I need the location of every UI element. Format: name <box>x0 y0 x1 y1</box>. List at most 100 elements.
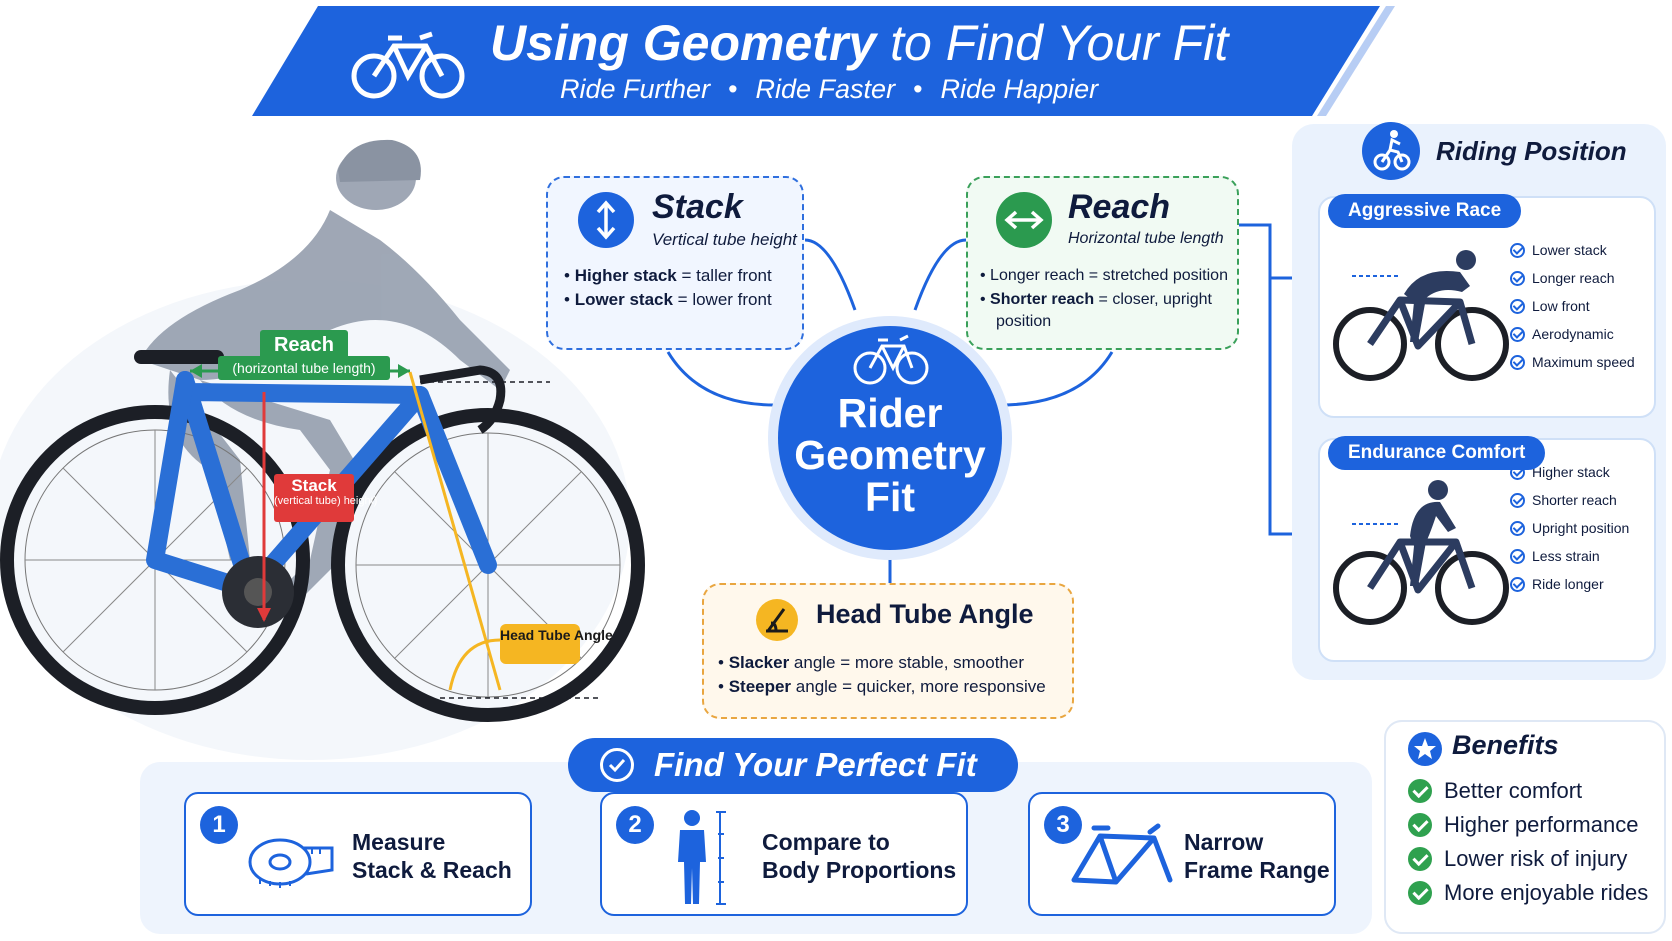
benefit-label: Higher performance <box>1444 812 1639 837</box>
stack-bullet: • Higher stack = taller front <box>564 266 772 285</box>
check-icon <box>1510 520 1525 536</box>
step-number: 2 <box>616 806 654 844</box>
step-line1: Measure <box>352 829 446 855</box>
benefit-item: Higher performance <box>1408 812 1638 838</box>
check-item: Aerodynamic <box>1510 326 1614 342</box>
head-tube-card-title: Head Tube Angle <box>816 599 1034 629</box>
stack-card-title: Stack <box>652 188 743 226</box>
check-item: Lower stack <box>1510 242 1607 258</box>
fit-title-pill <box>568 738 1018 792</box>
aggressive-race-label: Aggressive Race <box>1328 194 1522 228</box>
check-item: Ride longer <box>1510 576 1604 592</box>
head-tube-card: Head Tube Angle • Slacker angle = more s… <box>702 583 1074 719</box>
bullet-text: = lower front <box>672 290 772 309</box>
step-line2: Stack & Reach <box>352 857 512 883</box>
subtitle-item: Ride Further <box>560 74 711 104</box>
check-label: Longer reach <box>1532 270 1615 286</box>
bullet-text: = taller front <box>676 266 772 285</box>
benefit-label: Lower risk of injury <box>1444 846 1628 871</box>
green-check-icon <box>1408 847 1432 871</box>
check-item: Shorter reach <box>1510 492 1617 508</box>
subtitle-item: Ride Faster <box>755 74 896 104</box>
green-check-icon <box>1408 813 1432 837</box>
bullet-text: angle = more stable, smoother <box>789 653 1025 672</box>
stack-card: Stack Vertical tube height • Higher stac… <box>546 176 804 350</box>
measuring-tape-icon <box>248 838 334 888</box>
bullet-bold: Lower stack <box>574 290 673 309</box>
fit-title: Find Your Perfect Fit <box>654 746 977 783</box>
step-line2: Frame Range <box>1184 857 1330 883</box>
person-icon <box>678 810 726 905</box>
check-label: Ride longer <box>1532 576 1604 592</box>
reach-sublabel: (horizontal tube length) <box>218 356 390 380</box>
benefit-item: Lower risk of injury <box>1408 846 1627 872</box>
bullet-text: angle = quicker, more responsive <box>791 677 1046 696</box>
star-icon <box>1408 732 1442 766</box>
check-circle-icon <box>600 748 634 782</box>
subtitle-item: Ride Happier <box>940 74 1099 104</box>
center-bicycle-icon <box>853 334 929 385</box>
benefits-title: Benefits <box>1452 730 1559 760</box>
hta-bullet: • Slacker angle = more stable, smoother <box>718 653 1025 672</box>
benefit-item: Better comfort <box>1408 778 1582 804</box>
check-icon <box>1510 576 1525 592</box>
bullet-bold: Higher stack <box>574 266 677 285</box>
reach-card: Reach Horizontal tube length • Longer re… <box>966 176 1239 350</box>
check-item: Longer reach <box>1510 270 1615 286</box>
check-item: Low front <box>1510 298 1590 314</box>
angle-icon <box>756 599 798 641</box>
check-icon <box>1510 270 1525 286</box>
reach-card-title: Reach <box>1068 188 1171 226</box>
endurance-comfort-box: Higher stack Shorter reach Upright posit… <box>1318 438 1656 662</box>
step-line2: Body Proportions <box>762 857 957 883</box>
stack-card-subtitle: Vertical tube height <box>652 230 797 249</box>
check-icon <box>1510 492 1525 508</box>
stack-label-sub: (vertical tube) height) <box>274 495 378 507</box>
check-label: Less strain <box>1532 548 1600 564</box>
bullet-text: = closer, upright <box>1094 291 1212 308</box>
aggressive-race-box: Lower stack Longer reach Low front Aerod… <box>1318 196 1656 418</box>
center-title: Rider Geometry Fit <box>794 390 986 520</box>
step-line1: Compare to <box>762 829 890 855</box>
step-number: 1 <box>200 806 238 844</box>
benefit-label: Better comfort <box>1444 778 1583 803</box>
check-label: Low front <box>1532 298 1590 314</box>
check-item: Less strain <box>1510 548 1600 564</box>
check-label: Aerodynamic <box>1532 326 1614 342</box>
check-label: Shorter reach <box>1532 492 1617 508</box>
check-item: Maximum speed <box>1510 354 1635 370</box>
endurance-bike-illustration <box>1333 480 1509 625</box>
green-check-icon <box>1408 881 1432 905</box>
reach-bullet: • Longer reach = stretched position <box>980 267 1228 284</box>
check-label: Higher stack <box>1532 464 1610 480</box>
vertical-arrows-icon <box>578 192 634 248</box>
step-line1: Narrow <box>1184 829 1264 855</box>
bullet-bold: Shorter reach <box>990 291 1095 308</box>
head-tube-label: Head Tube Angle <box>500 624 613 664</box>
step-number: 3 <box>1044 806 1082 844</box>
check-icon <box>1510 298 1525 314</box>
title-bold: Using Geometry <box>490 15 877 71</box>
check-icon <box>1510 326 1525 342</box>
stack-bullet: • Lower stack = lower front <box>564 290 772 309</box>
horizontal-arrows-icon <box>996 192 1052 248</box>
subtitle-separator: • <box>913 74 923 104</box>
reach-label: Reach <box>260 330 348 360</box>
check-item: Upright position <box>1510 520 1629 536</box>
reach-bullet-cont: position <box>996 313 1052 330</box>
page-subtitle: Ride Further • Ride Faster • Ride Happie… <box>560 74 1180 105</box>
header-bike-icon <box>348 30 468 100</box>
hta-bullet: • Steeper angle = quicker, more responsi… <box>718 677 1046 696</box>
reach-bullet: • Shorter reach = closer, upright <box>980 291 1212 308</box>
bullet-text: Longer reach = stretched position <box>990 267 1228 284</box>
bullet-bold: Steeper <box>728 677 792 696</box>
bike-frame-icon <box>1071 823 1173 885</box>
check-icon <box>1510 354 1525 370</box>
benefit-item: More enjoyable rides <box>1408 880 1648 906</box>
